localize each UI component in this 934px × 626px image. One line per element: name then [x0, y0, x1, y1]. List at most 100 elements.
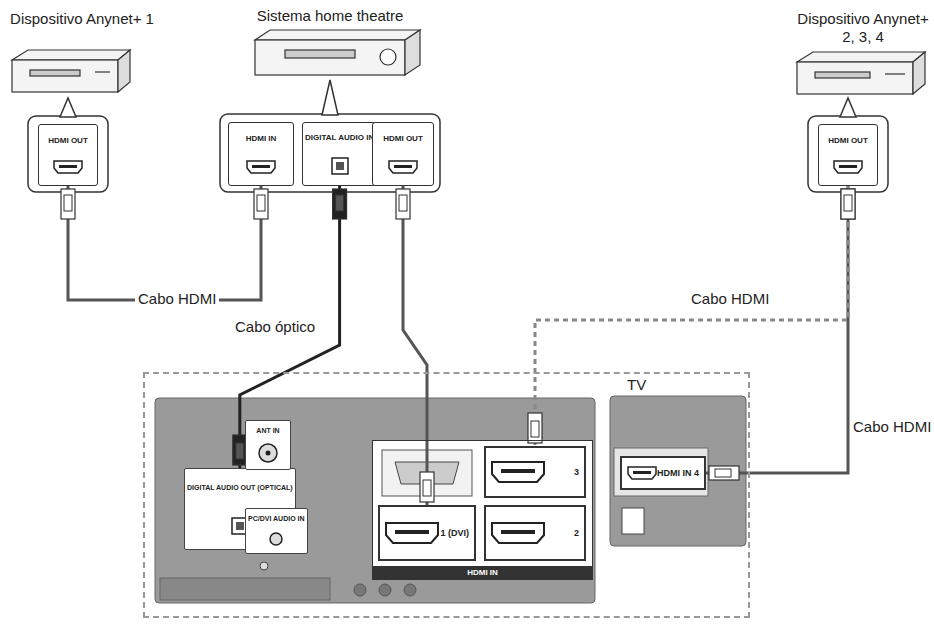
hdmi-contacts: [394, 165, 412, 168]
plug-body: [396, 189, 410, 219]
home-theatre-drawing: [255, 30, 420, 75]
port-box: HDMI OUT: [38, 124, 98, 186]
plug-grip: [423, 480, 431, 496]
hdmi-contacts: [501, 469, 535, 473]
button: [95, 71, 110, 72]
hdmi-contacts: [633, 471, 651, 474]
hdmi-icon: [53, 160, 83, 174]
audio-in-port: PC/DVI AUDIO IN: [245, 508, 308, 554]
plug-body: [841, 189, 855, 219]
tv-side-panel: [610, 396, 746, 546]
plug-grip: [236, 443, 244, 459]
device-top: [255, 30, 420, 40]
port-label: DIGITAL AUDIO IN: [305, 133, 374, 142]
optical-core: [236, 522, 244, 530]
plug-body: [61, 189, 75, 219]
cable-plug: [841, 189, 855, 219]
hdmi-icon: [388, 160, 418, 174]
device-title: Sistema home theatre: [253, 5, 408, 25]
device-box: Dispositivo Anynet+ 2, 3, 4 HDMI OUT: [790, 8, 934, 193]
hdmi-port: 1 (DVI): [378, 505, 476, 561]
port-label: 2: [574, 528, 579, 538]
hdmi4-recess: [614, 448, 708, 496]
device-2-drawing: [797, 52, 925, 94]
hdmibig-icon: [385, 522, 439, 544]
port-box: HDMI OUT: [818, 124, 878, 186]
plug-grip: [399, 195, 407, 211]
hdmi-port: 3: [484, 446, 586, 498]
hdmi-icon: [627, 466, 657, 480]
port-label: PC/DVI AUDIO IN: [248, 515, 305, 523]
tv-region: TVDIGITAL AUDIO OUT (OPTICAL)ANT INPC/DV…: [143, 372, 750, 618]
cable-plug: [254, 189, 268, 219]
device-side: [913, 52, 925, 94]
jack: [354, 584, 366, 596]
button: [885, 73, 905, 74]
hdmi-cable: [535, 186, 848, 446]
headphone-jack: [260, 562, 268, 570]
device-title: TV: [627, 376, 646, 393]
plug-body: [841, 189, 855, 219]
cable-plug: [396, 189, 410, 219]
hdmi-icon: [246, 160, 276, 174]
callout-pointer: [60, 98, 76, 117]
port-panel: [220, 114, 440, 192]
cable-label: Cabo HDMI: [850, 418, 934, 435]
port-panel: [28, 116, 108, 192]
port-box: HDMI IN: [228, 122, 294, 186]
plug-grip: [844, 195, 852, 211]
hdmi-contacts: [839, 165, 857, 168]
device-front: [255, 40, 405, 75]
plug-body: [333, 189, 347, 219]
ant-icon: [257, 442, 279, 464]
hdmibig-icon: [491, 461, 545, 483]
port-label: ANT IN: [256, 427, 279, 435]
hdmi-contacts: [395, 530, 429, 534]
port-label: 3: [574, 467, 579, 477]
port-label: HDMI IN 4: [657, 468, 699, 478]
port-label: HDMI IN: [246, 134, 277, 143]
port-box: HDMI OUT: [372, 122, 434, 186]
callout-pointer: [840, 98, 856, 117]
hdmi-socket: [247, 161, 275, 173]
device-top: [797, 52, 925, 62]
usb-port: [622, 508, 644, 534]
cable-label: Cabo óptico: [232, 318, 318, 335]
optical-core: [336, 162, 344, 170]
cable-label: Cabo HDMI: [688, 290, 772, 307]
antenna-pin: [266, 450, 271, 455]
tv-rear-panel: [155, 396, 746, 603]
device-1-drawing: [12, 50, 130, 92]
port-label: HDMI OUT: [383, 134, 423, 143]
port-label: 1 (DVI): [440, 528, 469, 538]
plug-grip: [257, 195, 265, 211]
hdmi-contacts: [59, 165, 77, 168]
cable-plug: [333, 189, 347, 219]
jack: [379, 584, 391, 596]
device-title: Dispositivo Anynet+ 2, 3, 4: [790, 8, 934, 46]
device-top: [12, 50, 130, 60]
disc-slot: [285, 50, 355, 58]
hdmibig-icon: [491, 522, 545, 544]
cable-plug: [841, 189, 855, 219]
antenna-socket: [259, 444, 277, 462]
antenna-port: ANT IN: [245, 420, 291, 470]
plug-grip: [336, 195, 344, 211]
port-label: HDMI OUT: [48, 136, 88, 145]
device-side: [118, 50, 130, 92]
cable-plug: [420, 472, 434, 502]
port-label: HDMI IN: [373, 566, 592, 579]
callout-pointer: [322, 80, 338, 115]
hdmi-side-port: HDMI IN 4: [620, 456, 706, 490]
cable-plug: [61, 189, 75, 219]
optical-socket: [332, 158, 348, 174]
device-box: Dispositivo Anynet+ 1HDMI OUT: [5, 8, 159, 193]
hdmi-panel-ground: [372, 440, 592, 580]
hdmi-contacts: [501, 530, 535, 534]
jack: [404, 584, 416, 596]
cable-label: Cabo HDMI: [135, 290, 219, 307]
jack-icon: [268, 531, 284, 547]
hdmi-cable: [706, 186, 848, 473]
port-label: HDMI OUT: [828, 136, 868, 145]
port-box: DIGITAL AUDIO IN: [302, 122, 377, 186]
